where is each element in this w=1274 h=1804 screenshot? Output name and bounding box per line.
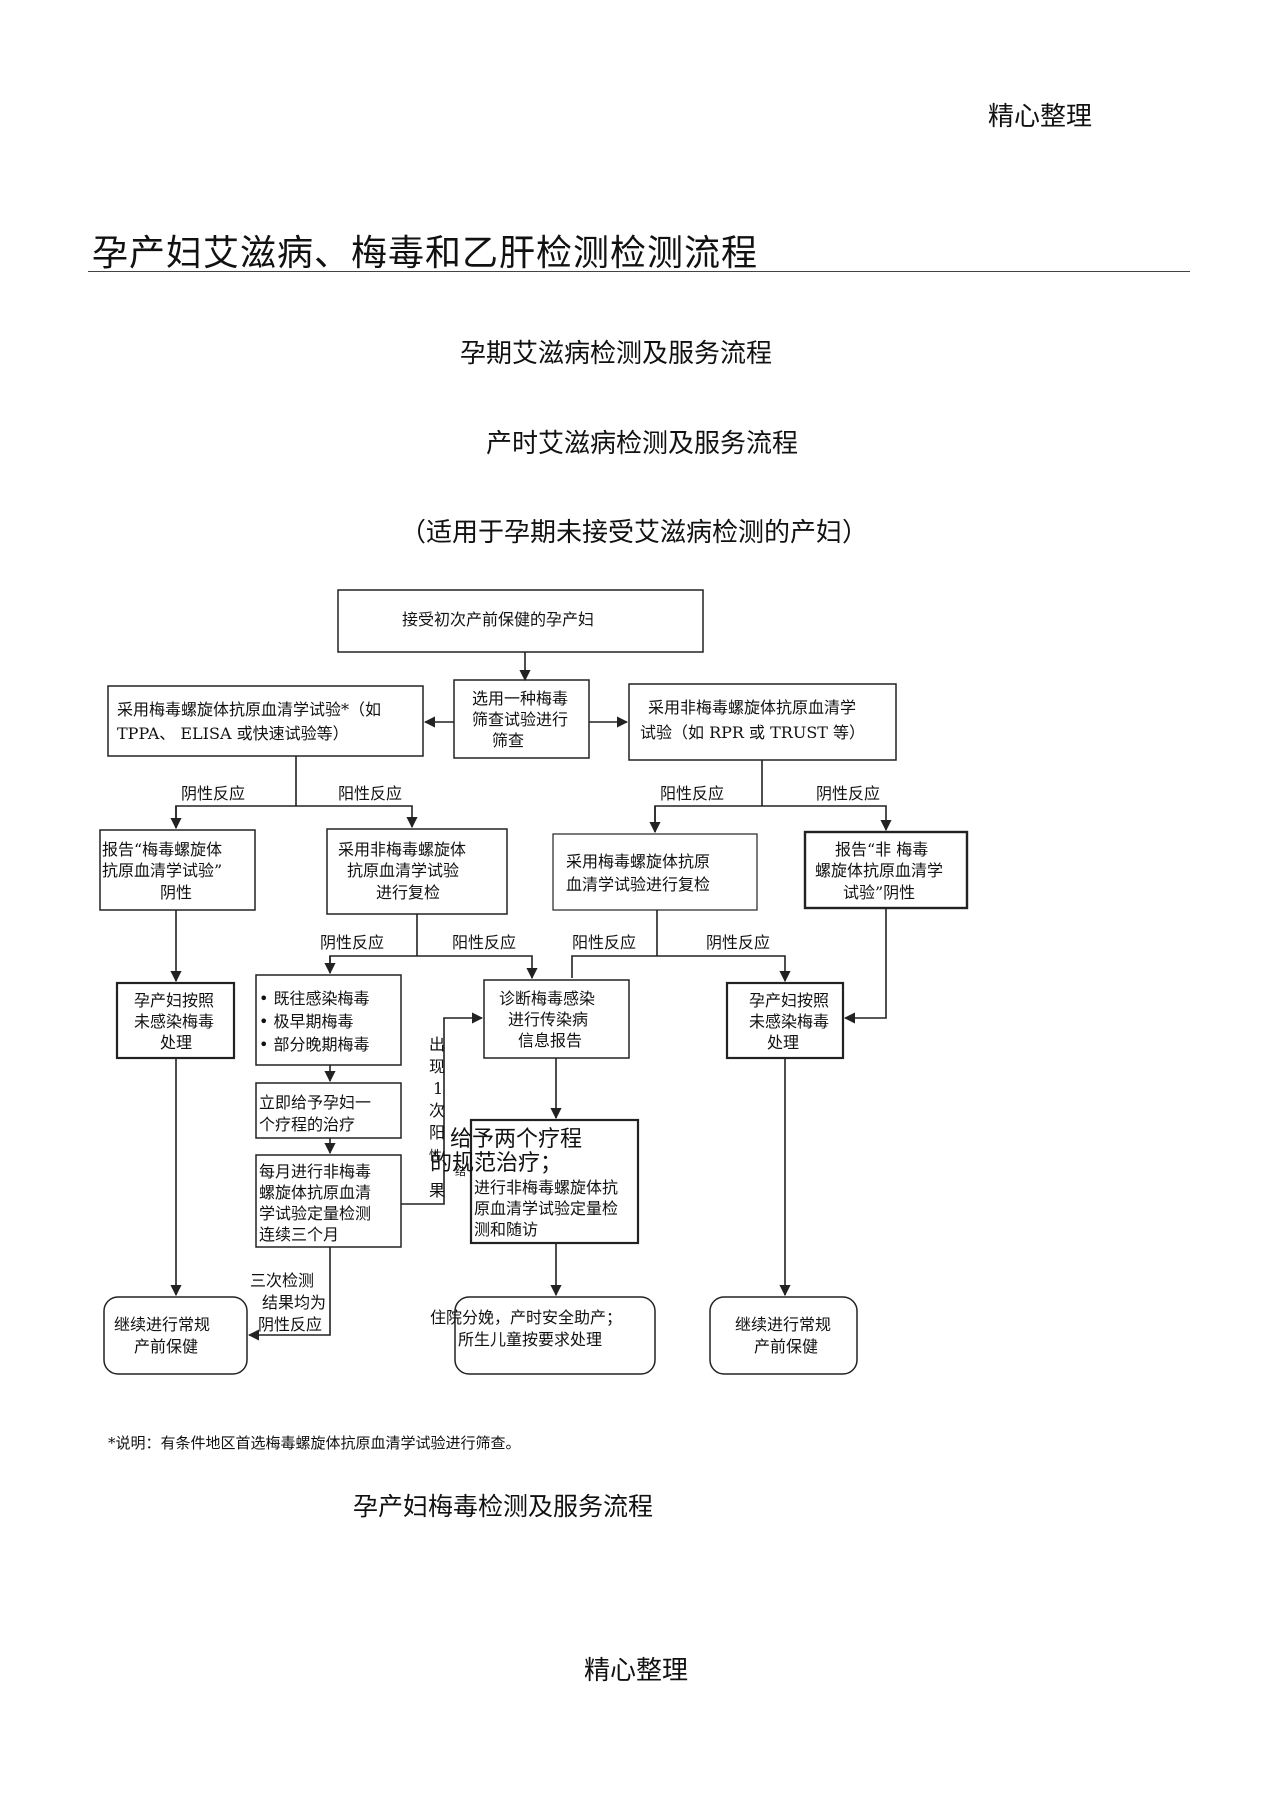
monthly-test-box xyxy=(255,1154,402,1248)
recheck-non-treponemal-text: 采用非梅毒螺旋体 抗原血清学试验 进行复检 xyxy=(338,840,471,902)
two-courses-heading: 给予两个疗程 的规范治疗； xyxy=(430,1127,589,1176)
start-box-text: 接受初次产前保健的孕产妇 xyxy=(402,610,594,629)
continue-care-right-text: 继续进行常规 产前保健 xyxy=(735,1315,836,1356)
header-note: 精心整理 xyxy=(987,102,1092,132)
recheck-right-negative-label: 阴性反应 xyxy=(706,933,770,952)
history-list-text: • 既往感染梅毒 • 极早期梅毒 • 部分晚期梅毒 xyxy=(259,989,375,1054)
monthly-test-text: 每月进行非梅毒 螺旋体抗原血清 学试验定量检测 连续三个月 xyxy=(259,1162,376,1244)
continue-care-left-text: 继续进行常规 产前保健 xyxy=(114,1315,215,1356)
choose-test-text: 选用一种梅毒 筛查试验进行 筛查 xyxy=(472,689,573,750)
two-courses-box xyxy=(469,1118,640,1245)
recheck-treponemal-box xyxy=(552,833,758,911)
recheck-left-negative-label: 阴性反应 xyxy=(320,933,384,952)
footer-note: 精心整理 xyxy=(584,1656,689,1686)
continue-care-right-box xyxy=(709,1296,858,1375)
treponemal-test-box xyxy=(107,685,424,757)
monthly-to-continue-arrow xyxy=(247,1247,331,1341)
left-negative-label: 阴性反应 xyxy=(181,784,245,803)
footnote: *说明：有条件地区首选梅毒螺旋体抗原血清学试验进行筛查。 xyxy=(108,1434,521,1452)
recheck-left-positive-label: 阳性反应 xyxy=(452,933,516,952)
report-treponemal-negative-text: 报告“梅毒螺旋体 抗原血清学试验” 阴性 xyxy=(102,840,227,902)
recheck-right-split xyxy=(571,955,791,983)
document-title: 孕产妇艾滋病、梅毒和乙肝检测检测流程 xyxy=(92,233,759,274)
non-treponemal-test-text: 采用非梅毒螺旋体抗原血清学 试验（如 RPR 或 TRUST 等） xyxy=(640,698,865,742)
three-negative-note: 三次检测 结果均为 阴性反应 xyxy=(250,1271,331,1334)
right-negative-label: 阴性反应 xyxy=(816,784,880,803)
recheck-non-treponemal-box xyxy=(326,828,508,915)
two-courses-detail: 进行非梅毒螺旋体抗 原血清学试验定量检 测和随访 xyxy=(474,1178,623,1239)
start-box xyxy=(337,589,704,653)
continue-care-left-box xyxy=(103,1296,248,1375)
recheck-treponemal-text: 采用梅毒螺旋体抗原 血清学试验进行复检 xyxy=(566,852,715,894)
report-treponemal-negative-box xyxy=(99,829,256,911)
delivery-text: 住院分娩，产时安全助产； 所生儿童按要求处理 xyxy=(430,1308,627,1349)
section-note-delivery-hiv: （适用于孕期未接受艾滋病检测的产妇） xyxy=(400,518,869,548)
choose-test-box xyxy=(453,679,590,759)
right-split-line xyxy=(654,805,892,832)
title-divider xyxy=(88,271,1190,272)
section-title-pregnancy-hiv: 孕期艾滋病检测及服务流程 xyxy=(460,339,773,369)
positive-once-vertical-note: 出 现 1 次 阳 性 结 果 xyxy=(429,1035,471,1200)
treponemal-test-text: 采用梅毒螺旋体抗原血清学试验*（如 TPPA、 ELISA 或快速试验等） xyxy=(117,700,386,743)
treat-uninfected-right-text: 孕产妇按照 未感染梅毒 处理 xyxy=(749,991,834,1052)
left-positive-label: 阳性反应 xyxy=(338,784,402,803)
diagnose-text: 诊断梅毒感染 进行传染病 信息报告 xyxy=(499,989,600,1050)
delivery-box xyxy=(454,1296,656,1375)
recheck-right-positive-label: 阳性反应 xyxy=(572,933,636,952)
monthly-to-diagnose-arrow xyxy=(401,1012,484,1205)
report-right-to-treat-arrow xyxy=(843,908,887,1024)
treat-uninfected-right-box xyxy=(725,981,845,1060)
history-list-box xyxy=(255,974,402,1066)
diagnose-box xyxy=(483,979,630,1059)
section-title-delivery-hiv: 产时艾滋病检测及服务流程 xyxy=(486,429,799,459)
treat-uninfected-left-text: 孕产妇按照 未感染梅毒 处理 xyxy=(134,991,219,1052)
right-positive-label: 阳性反应 xyxy=(660,784,724,803)
treat-once-box xyxy=(255,1082,402,1139)
non-treponemal-test-box xyxy=(628,683,897,761)
treat-uninfected-left-box xyxy=(115,981,236,1060)
section-title-syphilis: 孕产妇梅毒检测及服务流程 xyxy=(353,1492,654,1521)
report-non-treponemal-negative-box xyxy=(803,830,969,910)
treat-once-text: 立即给予孕妇一 个疗程的治疗 xyxy=(259,1093,376,1134)
report-non-treponemal-negative-text: 报告“非 梅毒 螺旋体抗原血清学 试验”阴性 xyxy=(815,840,948,902)
left-split-line xyxy=(175,805,418,829)
